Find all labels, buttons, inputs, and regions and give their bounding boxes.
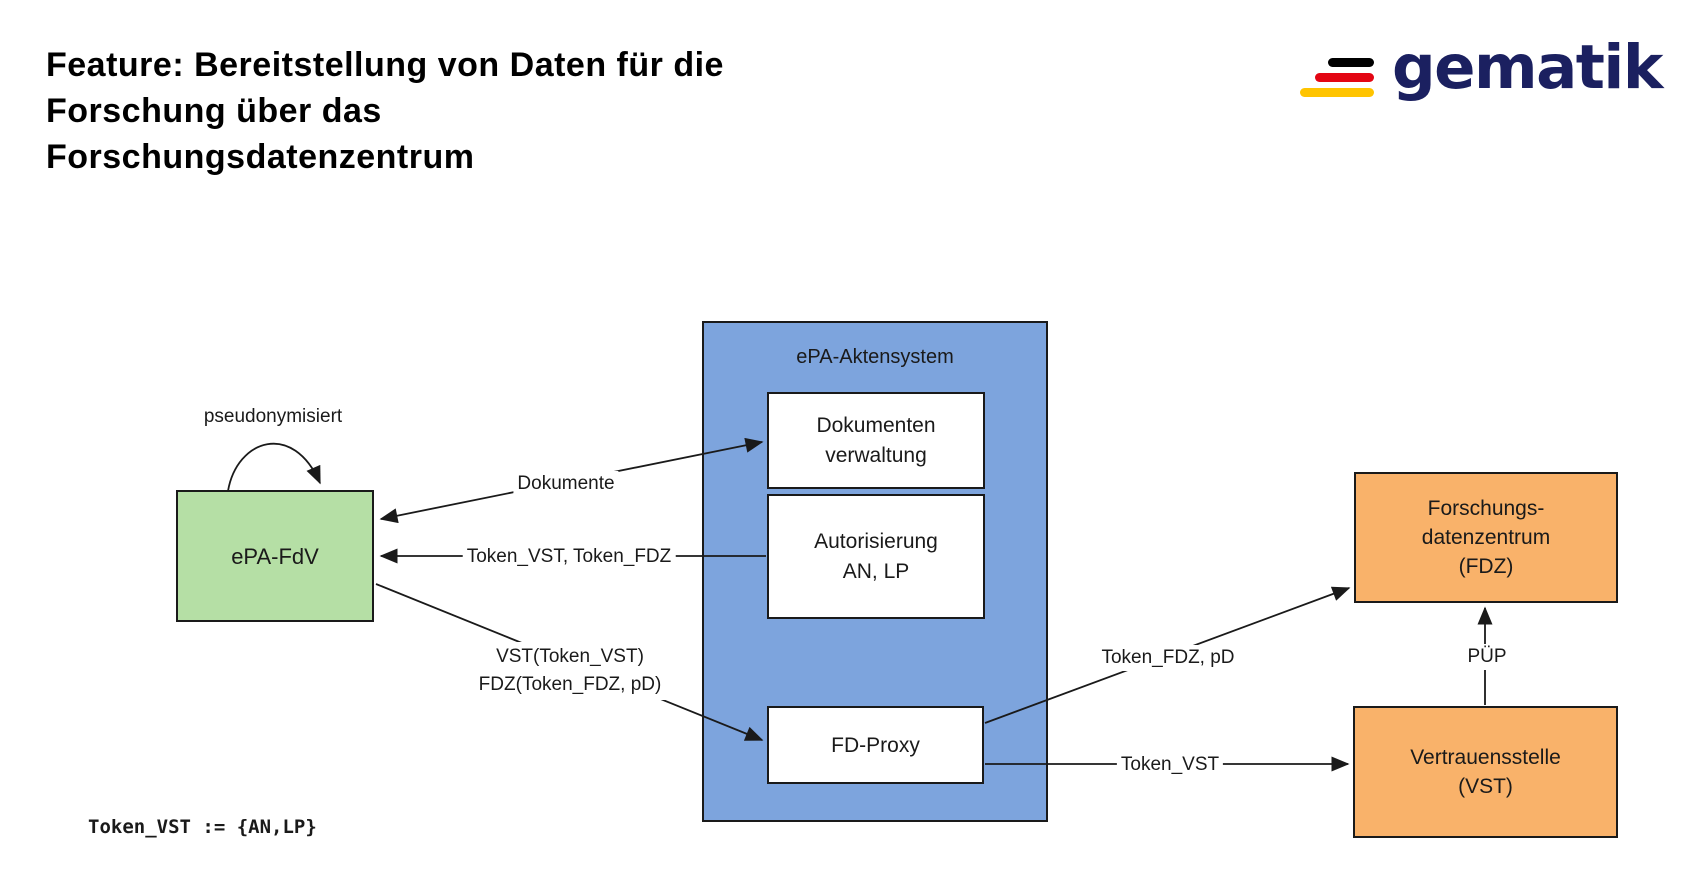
flag-bar-black-icon (1328, 58, 1374, 67)
gematik-wordmark: gematik (1392, 32, 1663, 103)
node-dokumentenverwaltung-line-2: verwaltung (825, 443, 927, 467)
token-definitions: Token_VST := {AN,LP} Token_FDZ := {AN} (88, 760, 317, 880)
page-title: Feature: Bereitstellung von Daten für di… (46, 42, 946, 180)
gematik-logo: gematik (1295, 30, 1675, 130)
edge-label-dokumente: Dokumente (513, 471, 619, 497)
node-fdz-line-1: Forschungs- (1427, 497, 1545, 520)
page-title-line-1: Feature: Bereitstellung von Daten für di… (46, 46, 724, 84)
node-vst-line-2: (VST) (1458, 775, 1513, 798)
node-autorisierung-line-2: AN, LP (842, 559, 910, 583)
page-title-line-2: Forschung über das (46, 92, 382, 130)
node-fd-proxy: FD-Proxy (767, 706, 984, 784)
token-definition-vst: Token_VST := {AN,LP} (88, 816, 317, 838)
edge-label-vst-fdz-call-line-2: FDZ(Token_FDZ, pD) (478, 674, 662, 695)
edge-label-vst-fdz-call: VST(Token_VST) FDZ(Token_FDZ, pD) (474, 642, 666, 700)
node-autorisierung-line-1: Autorisierung (814, 529, 938, 553)
page-title-line-3: Forschungsdatenzentrum (46, 138, 475, 176)
edge-label-vst-fdz-call-line-1: VST(Token_VST) (496, 646, 644, 667)
node-fdz-line-3: (FDZ) (1458, 555, 1514, 578)
node-fdz-line-2: datenzentrum (1421, 526, 1551, 549)
node-vertrauensstelle: Vertrauensstelle (VST) (1353, 706, 1618, 838)
node-epa-aktensystem-label: ePA-Aktensystem (796, 346, 954, 368)
flag-bar-gold-icon (1300, 88, 1374, 97)
edge-label-token-fdz-pd: Token_FDZ, pD (1097, 645, 1239, 671)
edge-label-pseudonymisiert: pseudonymisiert (199, 404, 347, 430)
node-epa-fdv: ePA-FdV (176, 490, 374, 622)
node-vst-line-1: Vertrauensstelle (1410, 746, 1561, 769)
node-autorisierung: Autorisierung AN, LP (767, 494, 985, 619)
node-dokumentenverwaltung: Dokumenten verwaltung (767, 392, 985, 489)
node-epa-fdv-label: ePA-FdV (231, 543, 319, 569)
node-dokumentenverwaltung-line-1: Dokumenten (816, 413, 936, 437)
edge-pseudonymisiert-loop (227, 442, 321, 492)
node-fd-proxy-label: FD-Proxy (831, 733, 920, 757)
node-forschungsdatenzentrum: Forschungs- datenzentrum (FDZ) (1354, 472, 1618, 603)
flag-bar-red-icon (1315, 73, 1374, 82)
edge-label-token-vst: Token_VST (1116, 752, 1224, 778)
edge-label-token-vst-token-fdz: Token_VST, Token_FDZ (462, 544, 676, 570)
edge-label-puep: PÜP (1463, 644, 1511, 670)
